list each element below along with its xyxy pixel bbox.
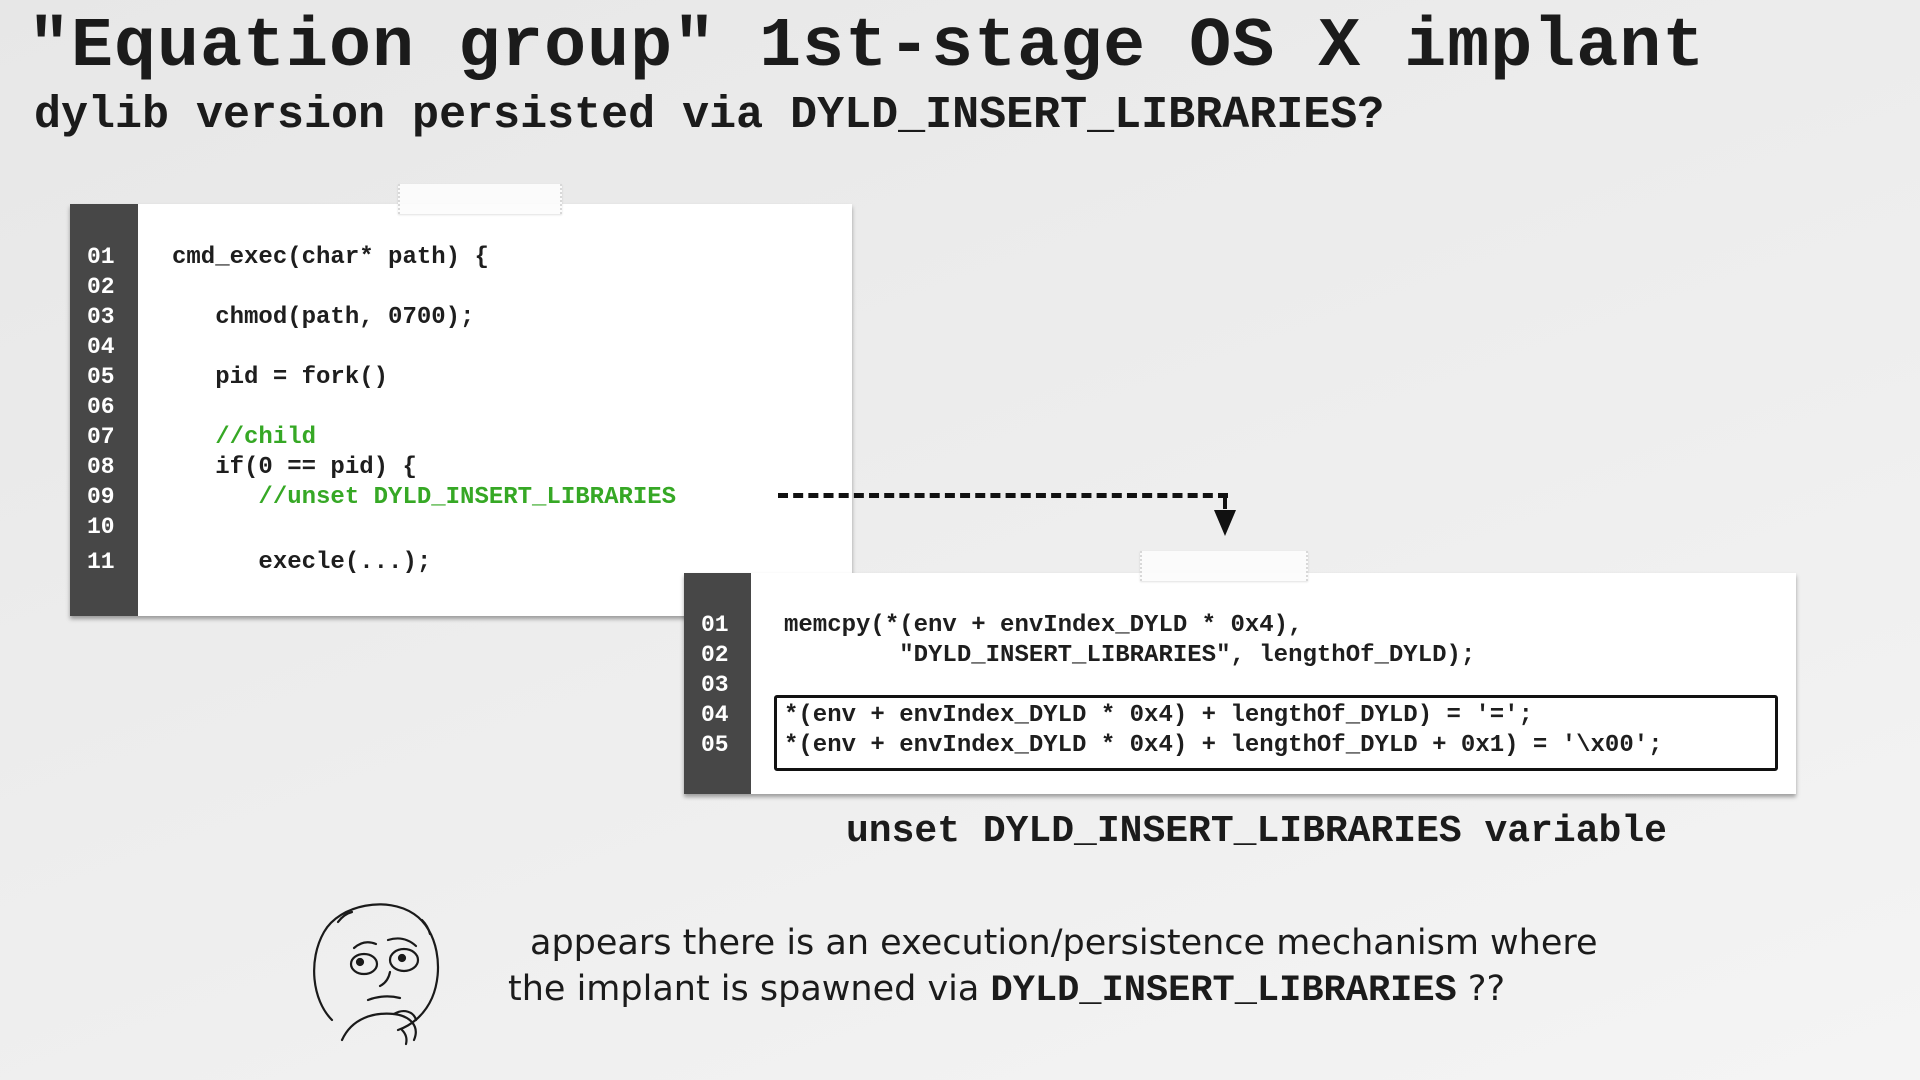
arrow-stem xyxy=(1223,493,1227,509)
dashed-arrow-icon xyxy=(778,493,1228,498)
code-line: if(0 == pid) { xyxy=(172,454,417,481)
tape-strip xyxy=(1140,551,1308,581)
panel-caption: unset DYLD_INSERT_LIBRARIES variable xyxy=(846,810,1667,853)
code-line: chmod(path, 0700); xyxy=(172,304,475,331)
line-number: 08 xyxy=(87,454,115,480)
line-number: 05 xyxy=(87,364,115,390)
code-line: execle(...); xyxy=(172,549,432,576)
line-number: 11 xyxy=(87,549,115,575)
code-panel-cmd-exec: 01 cmd_exec(char* path) { 02 03 chmod(path,… xyxy=(70,204,852,616)
code-panel-memcpy: 01 memcpy(*(env + envIndex_DYLD * 0x4), 02… xyxy=(684,573,1796,794)
code-line: *(env + envIndex_DYLD * 0x4) + lengthOf_… xyxy=(784,702,1533,729)
line-number: 06 xyxy=(87,394,115,420)
code-line: cmd_exec(char* path) { xyxy=(172,244,489,271)
line-number: 03 xyxy=(701,672,729,698)
highlight-box xyxy=(774,695,1778,771)
note-mono-term: DYLD_INSERT_LIBRARIES xyxy=(990,970,1457,1012)
line-number-gutter xyxy=(70,204,138,616)
line-number: 04 xyxy=(87,334,115,360)
note-line-1: appears there is an execution/persistenc… xyxy=(530,923,1598,963)
line-number: 07 xyxy=(87,424,115,450)
line-number: 03 xyxy=(87,304,115,330)
line-number: 02 xyxy=(87,274,115,300)
code-line: pid = fork() xyxy=(172,364,389,391)
line-number: 02 xyxy=(701,642,729,668)
code-comment: //child xyxy=(172,424,317,451)
code-line: *(env + envIndex_DYLD * 0x4) + lengthOf_… xyxy=(784,732,1663,759)
line-number: 05 xyxy=(701,732,729,758)
line-number: 01 xyxy=(701,612,729,638)
line-number: 01 xyxy=(87,244,115,270)
tape-strip xyxy=(398,184,562,214)
slide-title: "Equation group" 1st-stage OS X implant xyxy=(28,8,1706,87)
note-prefix: the implant is spawned via xyxy=(508,969,991,1009)
arrow-head-icon xyxy=(1214,510,1236,536)
line-number-gutter xyxy=(684,573,751,794)
note-line-2: the implant is spawned via DYLD_INSERT_L… xyxy=(508,966,1608,1014)
line-number: 09 xyxy=(87,484,115,510)
note-suffix: ?? xyxy=(1456,969,1506,1009)
thinking-face-icon xyxy=(313,903,440,1046)
line-number: 04 xyxy=(701,702,729,728)
slide-subtitle: dylib version persisted via DYLD_INSERT_… xyxy=(34,90,1385,141)
code-line: "DYLD_INSERT_LIBRARIES", lengthOf_DYLD); xyxy=(784,642,1476,669)
line-number: 10 xyxy=(87,514,115,540)
note-text: appears there is an execution/persistenc… xyxy=(508,920,1608,1014)
code-comment: //unset DYLD_INSERT_LIBRARIES xyxy=(172,484,677,511)
code-line: memcpy(*(env + envIndex_DYLD * 0x4), xyxy=(784,612,1303,639)
